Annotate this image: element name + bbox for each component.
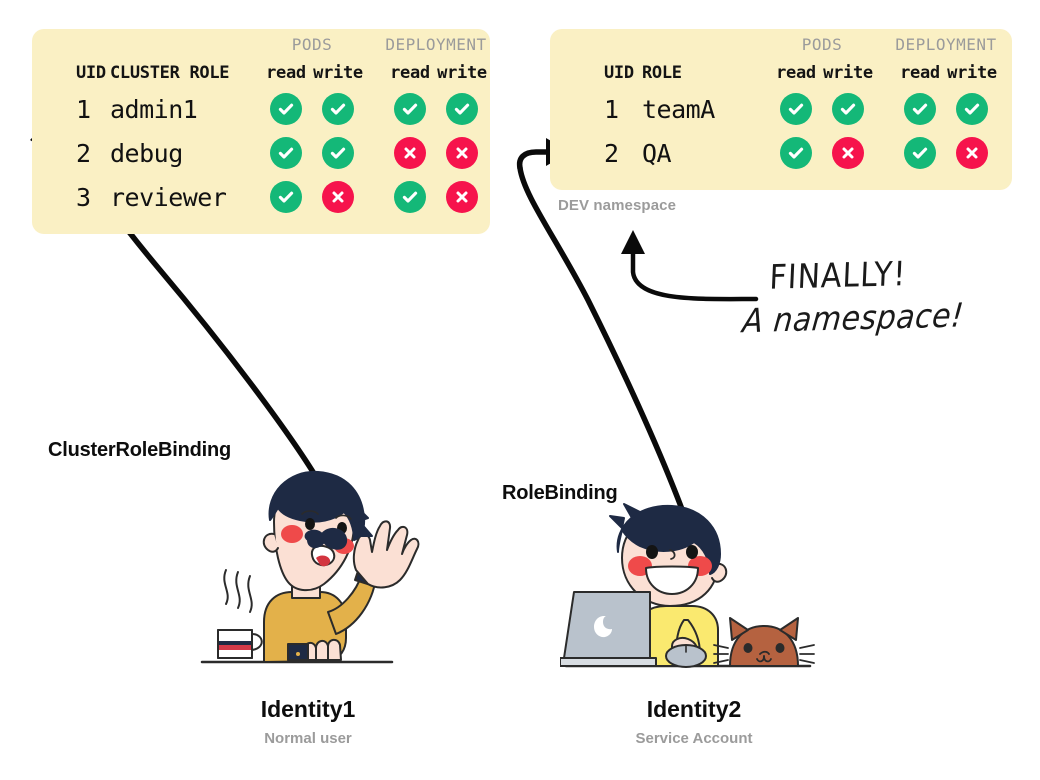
person-role-identity2: Service Account bbox=[635, 730, 753, 747]
col-header-pods-read: read bbox=[776, 63, 816, 83]
arrow-namespace-note bbox=[621, 230, 759, 302]
person-role-identity1: Normal user bbox=[264, 730, 352, 747]
col-header-deployment-write: write bbox=[947, 63, 997, 83]
perm-cell-deployment-write bbox=[436, 93, 488, 125]
col-header-deployment-write: write bbox=[437, 63, 487, 83]
cross-circle-icon bbox=[446, 137, 478, 169]
col-header-cluster-role: CLUSTER ROLE bbox=[110, 63, 230, 83]
col-header-pods-read: read bbox=[266, 63, 306, 83]
perm-cell-deployment-read bbox=[384, 181, 436, 213]
perm-cell-deployment-read bbox=[894, 93, 946, 125]
check-circle-icon bbox=[904, 137, 936, 169]
row-role: debug bbox=[110, 138, 183, 168]
row-role: admin1 bbox=[110, 94, 198, 124]
check-circle-icon bbox=[956, 93, 988, 125]
row-uid: 2 bbox=[76, 138, 92, 168]
annotation-line-2: A namespace! bbox=[740, 296, 966, 342]
perm-cell-pods-read bbox=[260, 137, 312, 169]
row-uid: 1 bbox=[604, 94, 620, 124]
handwritten-annotation: FINALLY! A namespace! bbox=[741, 254, 966, 341]
label-rolebinding: RoleBinding bbox=[502, 482, 618, 504]
perm-cell-pods-write bbox=[312, 137, 364, 169]
group-header-pods: PODS bbox=[801, 34, 843, 54]
col-header-role: ROLE bbox=[642, 63, 682, 83]
row-role: teamA bbox=[642, 94, 715, 124]
person-name-identity2: Identity2 bbox=[646, 696, 742, 722]
check-circle-icon bbox=[322, 137, 354, 169]
check-circle-icon bbox=[270, 181, 302, 213]
cross-circle-icon bbox=[832, 137, 864, 169]
perm-cell-pods-read bbox=[770, 93, 822, 125]
perm-cell-pods-read bbox=[260, 93, 312, 125]
col-header-uid: UID bbox=[76, 63, 106, 83]
check-circle-icon bbox=[904, 93, 936, 125]
cross-circle-icon bbox=[446, 181, 478, 213]
namespace-caption: DEV namespace bbox=[558, 197, 677, 214]
cluster-roles-table: PODS DEPLOYMENT UID CLUSTER ROLE read wr… bbox=[32, 29, 490, 234]
group-header-deployment: DEPLOYMENT bbox=[895, 34, 997, 54]
group-header-pods: PODS bbox=[291, 34, 333, 54]
perm-cell-deployment-write bbox=[946, 93, 998, 125]
row-uid: 2 bbox=[604, 138, 620, 168]
perm-cell-deployment-write bbox=[436, 181, 488, 213]
check-circle-icon bbox=[780, 93, 812, 125]
perm-cell-pods-write bbox=[312, 181, 364, 213]
row-uid: 3 bbox=[76, 182, 92, 212]
perm-cell-deployment-write bbox=[436, 137, 488, 169]
perm-cell-pods-write bbox=[312, 93, 364, 125]
group-header-deployment: DEPLOYMENT bbox=[385, 34, 487, 54]
check-circle-icon bbox=[446, 93, 478, 125]
row-uid: 1 bbox=[76, 94, 92, 124]
check-circle-icon bbox=[780, 137, 812, 169]
perm-cell-deployment-write bbox=[946, 137, 998, 169]
perm-cell-deployment-read bbox=[384, 93, 436, 125]
check-circle-icon bbox=[394, 181, 426, 213]
illustration-identity1 bbox=[200, 470, 420, 664]
perm-cell-pods-write bbox=[822, 93, 874, 125]
cross-circle-icon bbox=[394, 137, 426, 169]
check-circle-icon bbox=[394, 93, 426, 125]
perm-cell-deployment-read bbox=[384, 137, 436, 169]
perm-cell-pods-read bbox=[770, 137, 822, 169]
cross-circle-icon bbox=[956, 137, 988, 169]
annotation-line-1: FINALLY! bbox=[768, 254, 908, 298]
illustration-identity2 bbox=[560, 503, 815, 668]
perm-cell-deployment-read bbox=[894, 137, 946, 169]
label-clusterrolebinding: ClusterRoleBinding bbox=[48, 439, 232, 461]
col-header-deployment-read: read bbox=[900, 63, 940, 83]
row-role: reviewer bbox=[110, 182, 227, 212]
cross-circle-icon bbox=[322, 181, 354, 213]
check-circle-icon bbox=[832, 93, 864, 125]
perm-cell-pods-write bbox=[822, 137, 874, 169]
check-circle-icon bbox=[322, 93, 354, 125]
person-name-identity1: Identity1 bbox=[260, 696, 356, 722]
col-header-pods-write: write bbox=[313, 63, 363, 83]
col-header-pods-write: write bbox=[823, 63, 873, 83]
col-header-uid: UID bbox=[604, 63, 634, 83]
check-circle-icon bbox=[270, 137, 302, 169]
col-header-deployment-read: read bbox=[390, 63, 430, 83]
check-circle-icon bbox=[270, 93, 302, 125]
namespace-roles-table: PODS DEPLOYMENT UID ROLE read write read… bbox=[550, 29, 1012, 190]
arrow-rolebinding bbox=[516, 138, 689, 523]
perm-cell-pods-read bbox=[260, 181, 312, 213]
row-role: QA bbox=[642, 138, 672, 168]
